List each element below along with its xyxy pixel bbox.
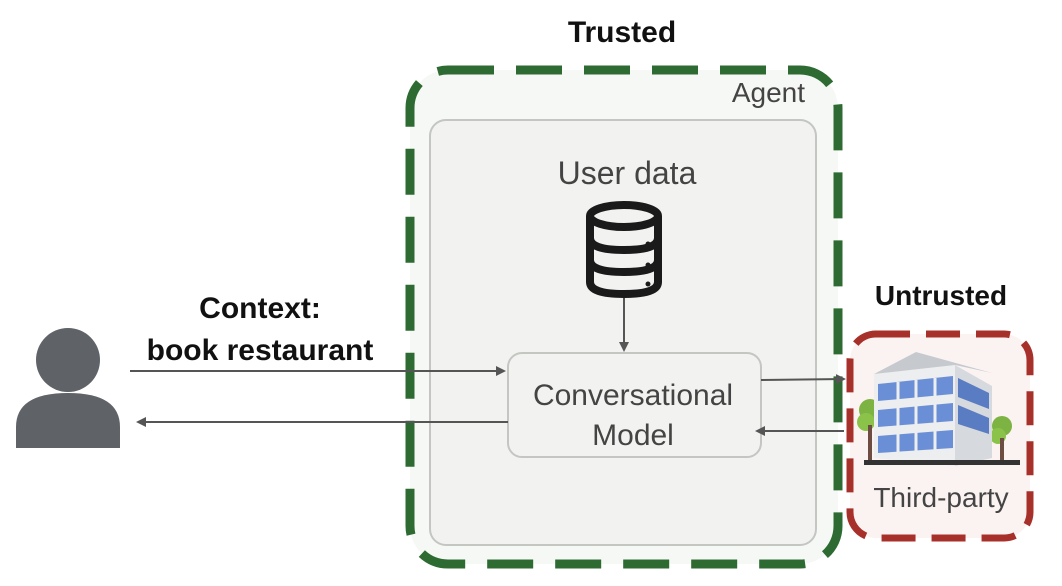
user-data-label: User data xyxy=(558,155,697,191)
untrusted-title: Untrusted xyxy=(875,280,1007,311)
agent-label: Agent xyxy=(732,77,805,108)
model-to-third-party-arrow xyxy=(760,374,846,385)
model-label-line2: Model xyxy=(592,419,674,452)
database-icon xyxy=(586,201,662,299)
model-label-line1: Conversational xyxy=(533,379,733,412)
context-label-line2: book restaurant xyxy=(147,334,374,367)
conversational-model-box xyxy=(507,352,762,458)
context-label-line1: Context: xyxy=(199,292,321,325)
office-building-icon xyxy=(857,352,1020,466)
trusted-title: Trusted xyxy=(568,16,676,49)
third-party-label: Third-party xyxy=(873,482,1008,513)
user-icon xyxy=(16,328,120,448)
